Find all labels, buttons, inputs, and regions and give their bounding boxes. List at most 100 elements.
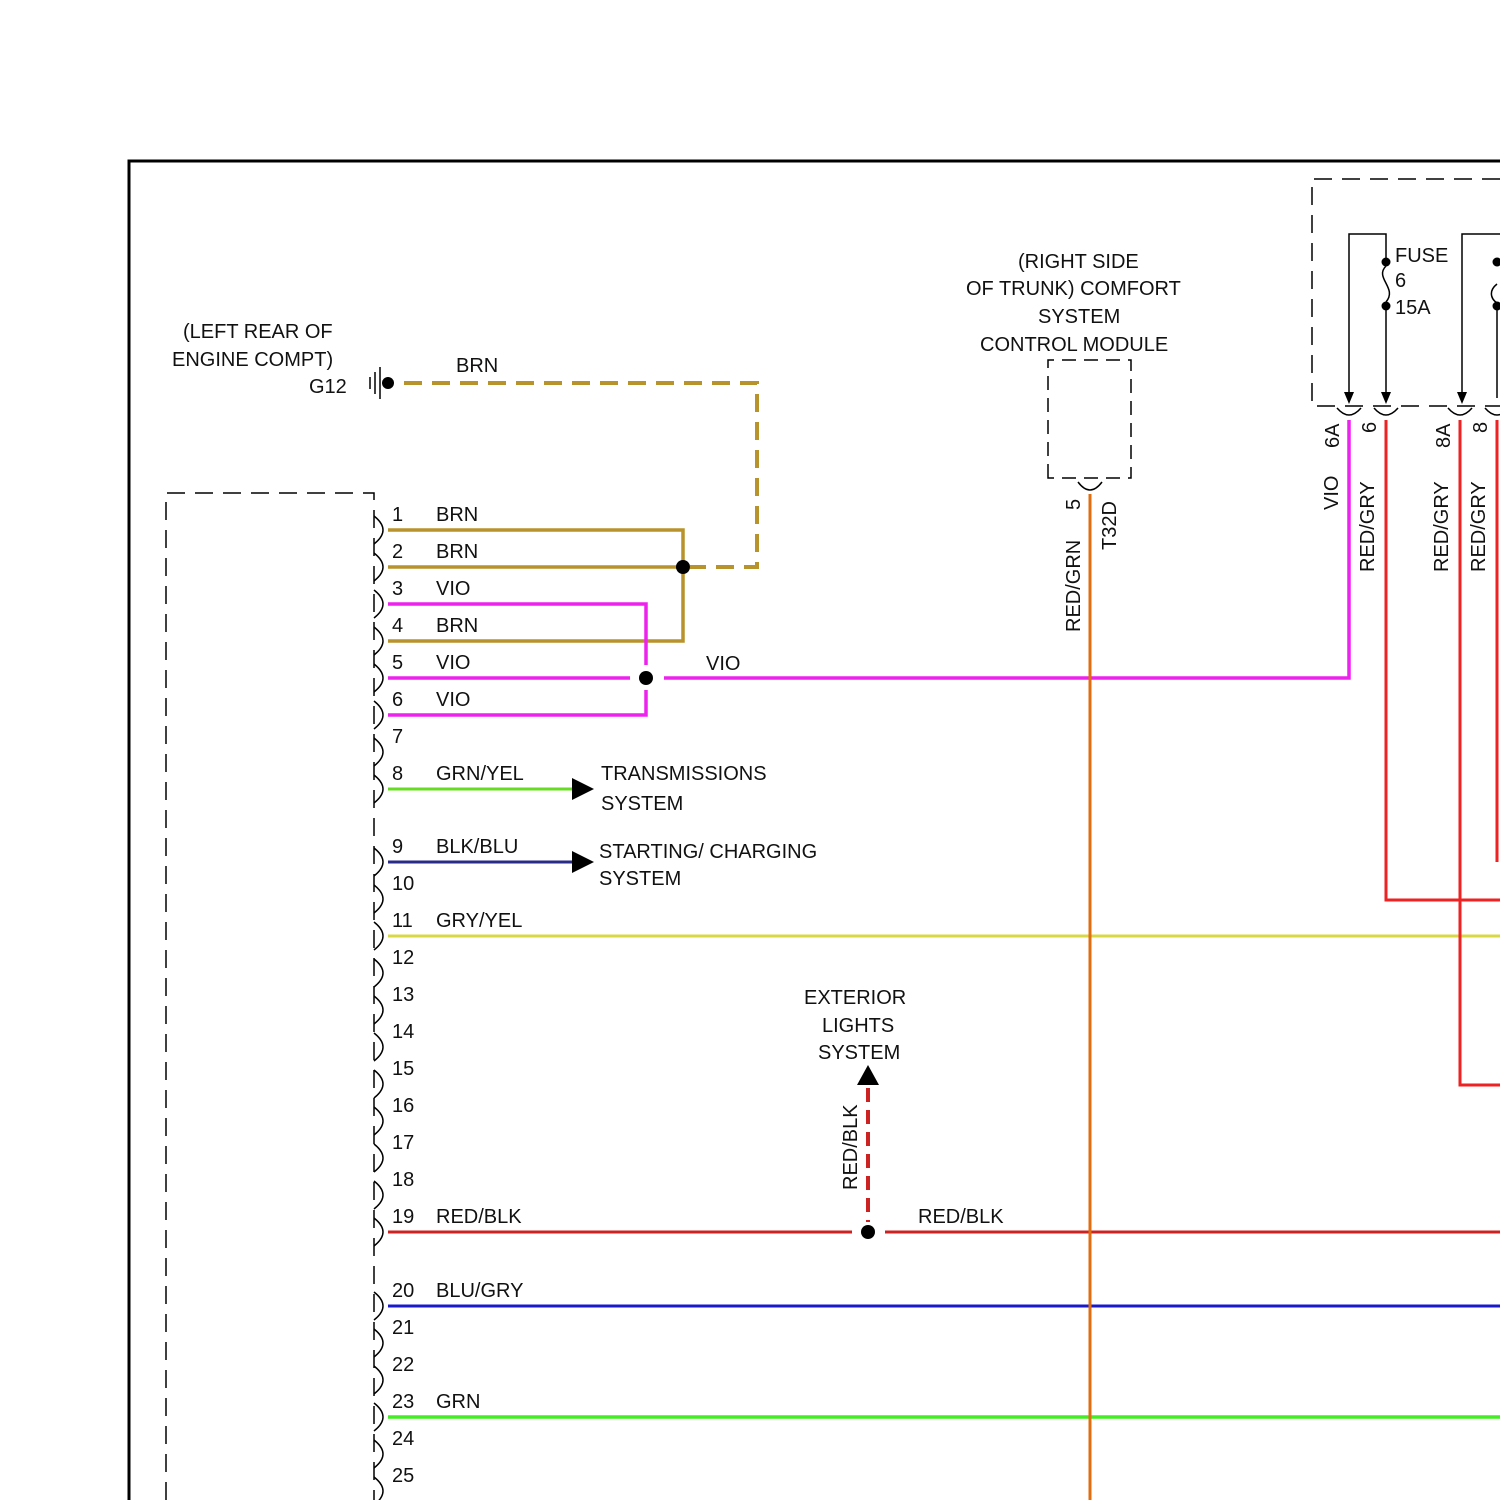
comfort-module-terminal [1078, 482, 1102, 490]
pin-number-16: 16 [392, 1095, 414, 1117]
fuse-terminal-8a [1448, 408, 1472, 415]
pin-wire-label-2: BRN [436, 541, 478, 563]
splice-vio [639, 671, 653, 685]
fuse-terminal-6a [1337, 408, 1361, 415]
fuse-pin-8: 8 [1470, 422, 1492, 433]
exterior-lights-wire-label: RED/BLK [840, 1104, 862, 1190]
fuse-rating: 15A [1395, 297, 1431, 319]
fuse-pin-6: 6 [1359, 422, 1381, 433]
pin-terminal-18 [374, 1181, 383, 1209]
pin-terminal-14 [374, 1033, 383, 1061]
fuse-number: 6 [1395, 270, 1406, 292]
fuse-6-node-top [1382, 258, 1391, 267]
pin-terminal-11 [374, 922, 383, 950]
pin-number-2: 2 [392, 541, 403, 563]
pin-number-25: 25 [392, 1465, 414, 1487]
fuse-pin-8a: 8A [1433, 423, 1455, 448]
ground-wire-label: BRN [456, 355, 498, 377]
comfort-module: (RIGHT SIDE OF TRUNK) COMFORT SYSTEM CON… [966, 251, 1181, 632]
pin-terminal-17 [374, 1144, 383, 1172]
pin-wire-label-1: BRN [436, 504, 478, 526]
pin-terminal-23 [374, 1403, 383, 1431]
pin-terminal-8 [374, 775, 383, 803]
pin-number-12: 12 [392, 947, 414, 969]
wire-vio-pin6 [388, 690, 646, 715]
pin-wire-label-3: VIO [436, 578, 470, 600]
pin-terminal-2 [374, 553, 383, 581]
pin-wire-label-23: GRN [436, 1391, 480, 1413]
pin-wire-label-4: BRN [436, 615, 478, 637]
comfort-module-line1: (RIGHT SIDE [1018, 251, 1139, 273]
diagram-frame [129, 161, 1500, 1500]
ground-id: G12 [309, 376, 347, 398]
pin-terminal-9 [374, 848, 383, 876]
fuse-label: FUSE [1395, 245, 1448, 267]
ground-location-line2: ENGINE COMPT) [172, 349, 333, 371]
pin-terminal-5 [374, 664, 383, 692]
wire-brn-ground-dashed [404, 383, 757, 567]
pin-wire-label-19: RED/BLK [436, 1206, 522, 1228]
fuse-6-bus [1349, 234, 1386, 398]
pin-number-3: 3 [392, 578, 403, 600]
comfort-module-line2: OF TRUNK) COMFORT [966, 278, 1181, 300]
pin-wire-label-9: BLK/BLU [436, 836, 518, 858]
pin-number-10: 10 [392, 873, 414, 895]
pin-number-6: 6 [392, 689, 403, 711]
pin-number-23: 23 [392, 1391, 414, 1413]
transmission-label-line2: SYSTEM [601, 793, 683, 815]
pin-wire-label-8: GRN/YEL [436, 763, 524, 785]
pin-terminal-3 [374, 590, 383, 618]
pin-number-22: 22 [392, 1354, 414, 1376]
fuse-8-element [1491, 284, 1500, 304]
comfort-module-box [1048, 360, 1131, 478]
left-component-box [166, 493, 374, 1500]
starting-label-line1: STARTING/ CHARGING [599, 841, 817, 863]
red-blk-right-label: RED/BLK [918, 1206, 1004, 1228]
pin-wire-label-6: VIO [436, 689, 470, 711]
arrow-exterior-lights [857, 1065, 879, 1085]
splice-vio-label: VIO [706, 653, 740, 675]
pin-number-24: 24 [392, 1428, 414, 1450]
pin-terminal-25 [374, 1477, 383, 1500]
fuse-panel: FUSE 6 15A 6A 6 8A 8 VIO RED/GRY RED/GRY… [1312, 179, 1500, 572]
pin-number-17: 17 [392, 1132, 414, 1154]
wire-brn-pin1 [388, 530, 683, 567]
comfort-module-connector: T32D [1099, 501, 1121, 550]
pin-terminal-15 [374, 1070, 383, 1098]
fuse-panel-box [1312, 179, 1500, 406]
pin-terminal-7 [374, 738, 383, 766]
exterior-lights-line2: LIGHTS [822, 1015, 894, 1037]
pin-terminal-21 [374, 1329, 383, 1357]
pin-number-5: 5 [392, 652, 403, 674]
pin-terminal-13 [374, 996, 383, 1024]
pin-terminal-4 [374, 627, 383, 655]
pin-number-13: 13 [392, 984, 414, 1006]
pin-number-18: 18 [392, 1169, 414, 1191]
arrow-transmission [572, 778, 594, 800]
exterior-lights-line1: EXTERIOR [804, 987, 906, 1009]
pin-number-9: 9 [392, 836, 403, 858]
wire-vio-pin3 [388, 604, 646, 665]
comfort-module-line3: SYSTEM [1038, 306, 1120, 328]
pin-number-14: 14 [392, 1021, 414, 1043]
pin-terminal-24 [374, 1440, 383, 1468]
pin-terminal-22 [374, 1366, 383, 1394]
fuse-wire-red-gry-3: RED/GRY [1468, 481, 1490, 572]
fuse-terminal-8 [1485, 408, 1500, 415]
fuse-6a-arrow [1344, 392, 1354, 404]
splice-red-blk [861, 1225, 875, 1239]
pin-number-21: 21 [392, 1317, 414, 1339]
exterior-lights-line3: SYSTEM [818, 1042, 900, 1064]
exterior-lights-callout: EXTERIOR LIGHTS SYSTEM [804, 987, 906, 1085]
fuse-wire-red-gry-2: RED/GRY [1431, 481, 1453, 572]
fuse-6-element [1383, 266, 1390, 302]
pin-terminal-12 [374, 959, 383, 987]
connector-pin-curves [374, 516, 383, 1500]
transmission-label-line1: TRANSMISSIONS [601, 763, 767, 785]
pin-wire-label-20: BLU/GRY [436, 1280, 523, 1302]
ground-g12: (LEFT REAR OF ENGINE COMPT) G12 BRN [172, 321, 498, 399]
fuse-wire-vio: VIO [1321, 476, 1343, 510]
fuse-8a-arrow [1457, 392, 1467, 404]
